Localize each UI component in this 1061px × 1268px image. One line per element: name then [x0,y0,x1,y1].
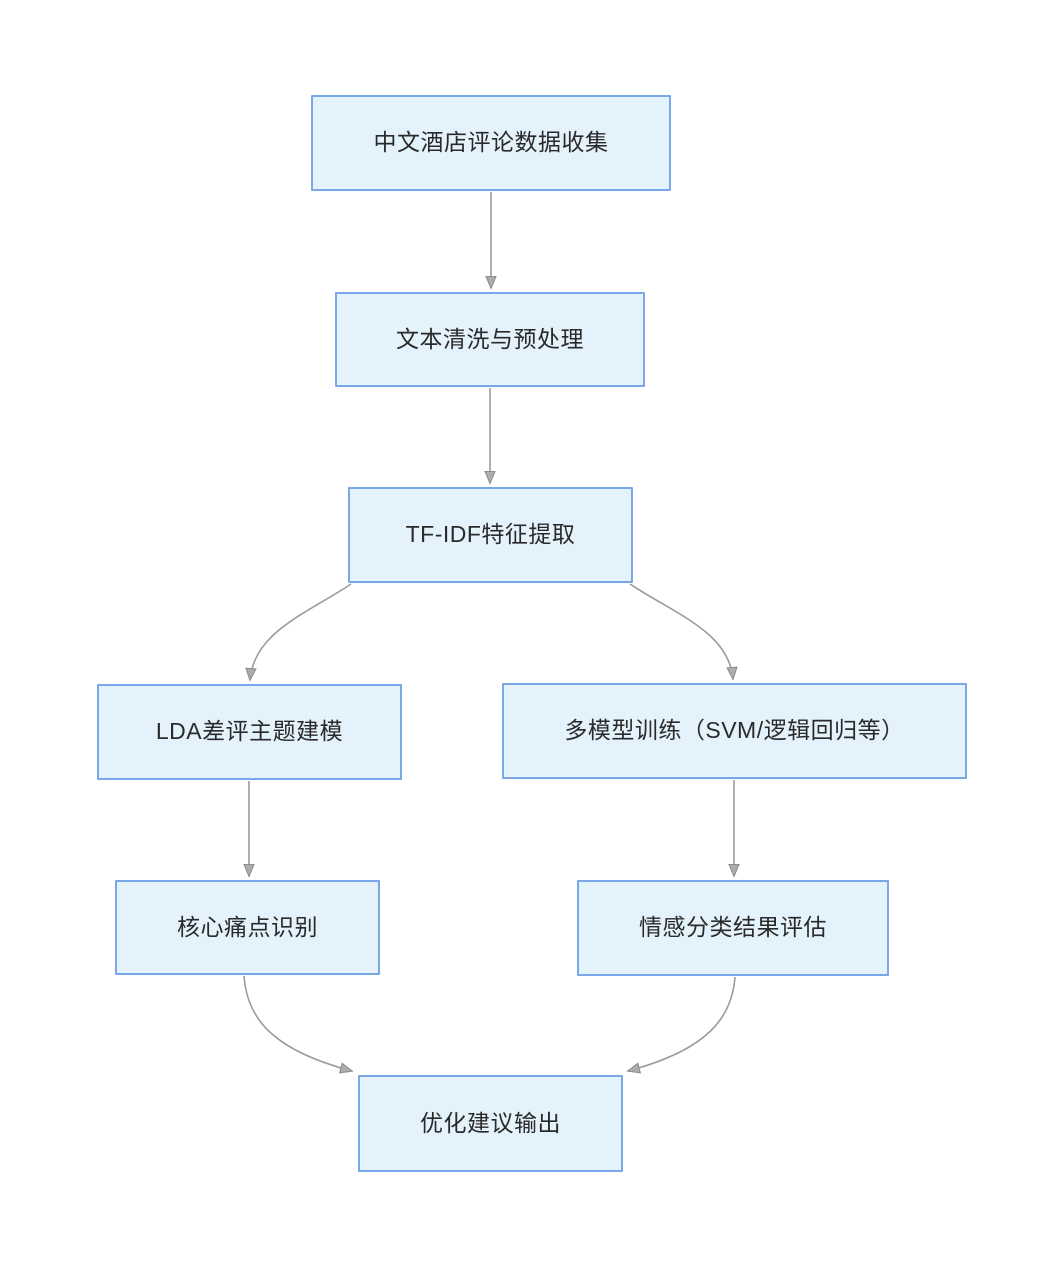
edge-evaluate-to-suggest [628,976,736,1071]
node-data-collection: 中文酒店评论数据收集 [311,95,671,191]
node-tfidf-extraction: TF-IDF特征提取 [348,487,633,583]
edge-tfidf-to-train [629,583,733,679]
edge-tfidf-to-lda [250,583,352,680]
node-label: 优化建议输出 [420,1109,561,1136]
node-text-preprocessing: 文本清洗与预处理 [335,292,645,387]
node-pain-point-identification: 核心痛点识别 [115,880,380,975]
node-label: 中文酒店评论数据收集 [373,129,609,156]
node-label: 核心痛点识别 [177,913,318,940]
node-label: TF-IDF特征提取 [405,521,576,548]
node-label: LDA差评主题建模 [155,718,344,745]
node-optimization-output: 优化建议输出 [358,1075,623,1172]
edge-painpoint-to-suggest [243,975,352,1071]
node-label: 文本清洗与预处理 [396,325,584,352]
node-multi-model-training: 多模型训练（SVM/逻辑回归等） [502,683,967,779]
node-lda-topic-modeling: LDA差评主题建模 [97,684,402,780]
node-label: 多模型训练（SVM/逻辑回归等） [564,717,905,744]
node-label: 情感分类结果评估 [639,914,827,941]
node-sentiment-evaluation: 情感分类结果评估 [577,880,889,976]
